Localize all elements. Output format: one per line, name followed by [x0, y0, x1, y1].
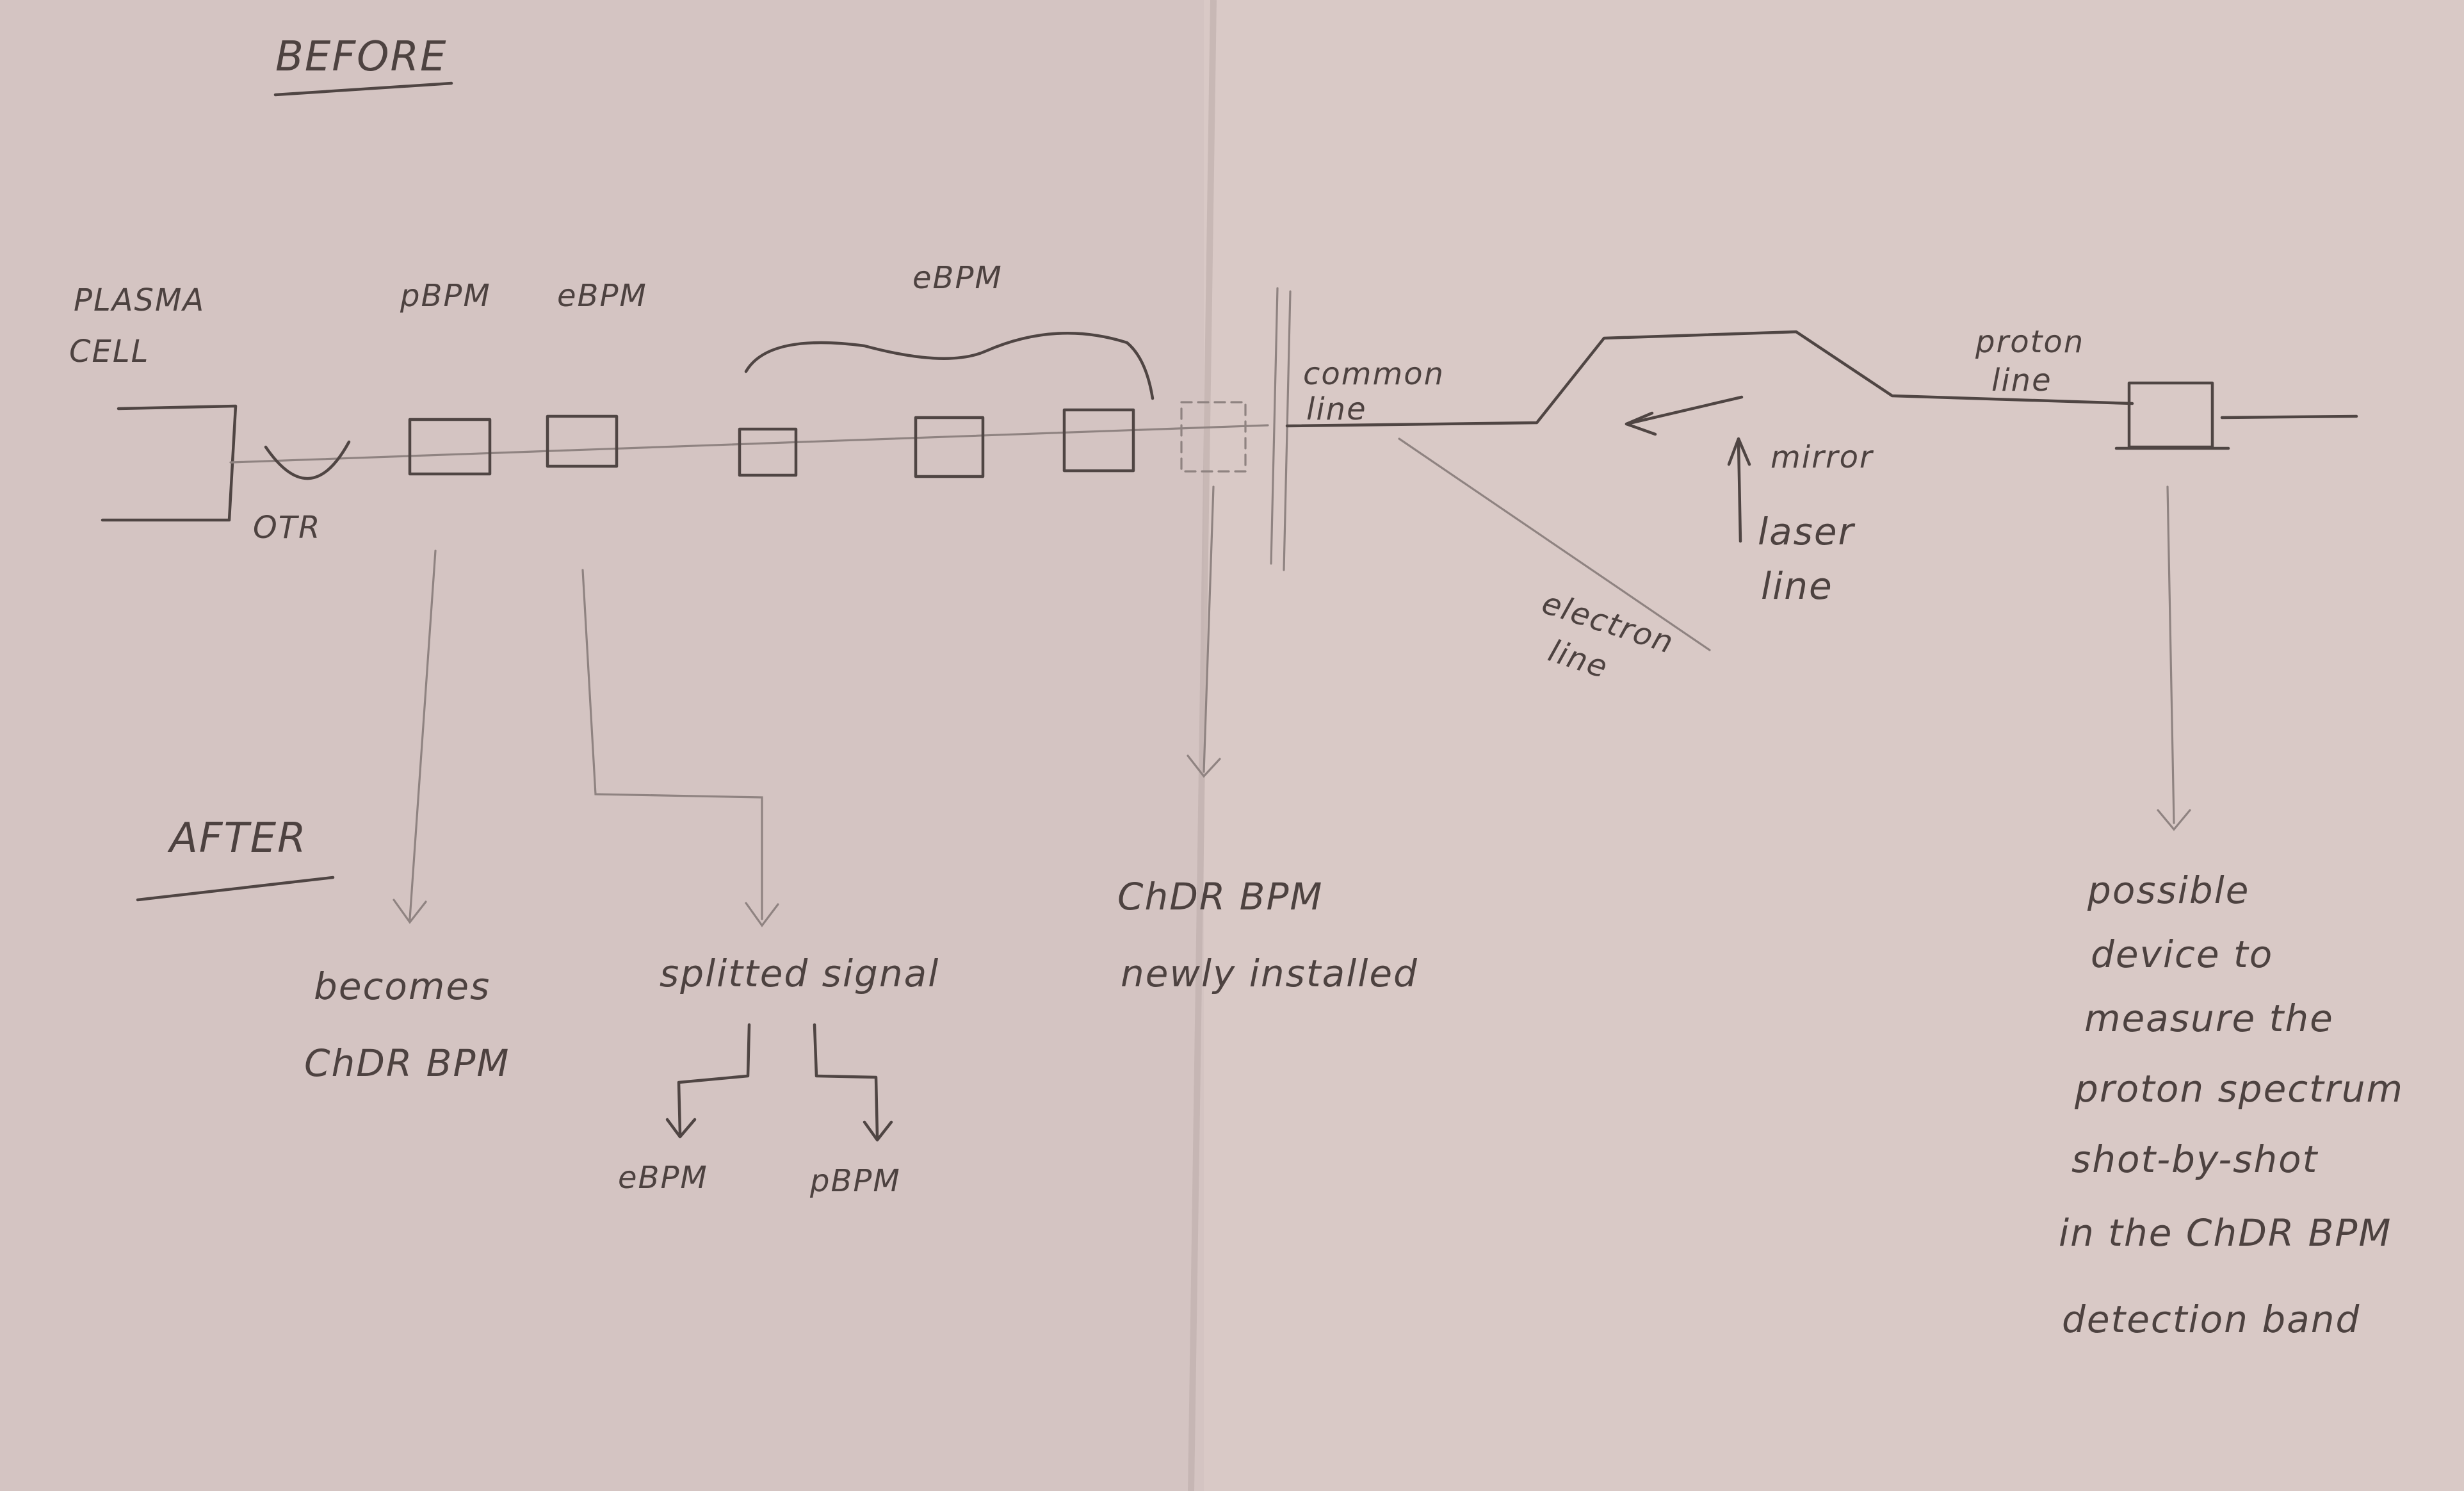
becomes-label-2: ChDR BPM — [304, 1041, 510, 1085]
ebpm-down-arrow — [581, 569, 763, 920]
ebpm-group-box-3 — [1062, 408, 1135, 473]
chdr-down-arrowhead — [1187, 754, 1221, 778]
split-output-ebpm: eBPM — [618, 1160, 708, 1196]
device-down-arrowhead — [2157, 809, 2191, 831]
ebpm-group-box-2 — [914, 416, 985, 478]
split-arrow-left — [677, 1023, 751, 1136]
proton-line-label-2: line — [1991, 363, 2052, 398]
newly-installed-label-1: ChDR BPM — [1117, 875, 1323, 918]
paper-fold — [1188, 0, 1217, 1491]
split-arrow-right — [813, 1023, 879, 1139]
device-note-line-6: in the ChDR BPM — [2059, 1211, 2392, 1255]
otr-screen — [264, 440, 351, 480]
ebpm-down-arrowhead — [745, 902, 779, 927]
common-line-label-2: line — [1306, 391, 1367, 427]
pbpm-down-arrowhead — [393, 899, 427, 924]
proton-line-label-1: proton — [1975, 324, 2084, 360]
laser-line-label-1: laser — [1758, 510, 1856, 553]
plasma-cell-label-1: PLASMA — [74, 282, 205, 318]
chdr-down-arrow — [1203, 485, 1215, 773]
wall-line-2 — [1283, 290, 1292, 571]
before-underline — [273, 81, 453, 97]
plasma-cell-label-2: CELL — [69, 334, 149, 370]
left-page-shade — [0, 0, 1204, 1491]
laser-arrowhead — [1727, 437, 1751, 466]
pbpm-top-label: pBPM — [400, 278, 491, 314]
ebpm-top-label: eBPM — [557, 278, 647, 314]
splitted-signal-label: splitted signal — [660, 952, 939, 995]
device-note-line-5: shot-by-shot — [2071, 1137, 2319, 1181]
newly-installed-label-2: newly installed — [1121, 952, 1418, 995]
otr-label: OTR — [253, 510, 321, 546]
ebpm-group-brace — [744, 332, 1155, 400]
device-note-line-7: detection band — [2062, 1298, 2360, 1341]
ebpm-group-box-1 — [738, 427, 798, 477]
mirror-line — [1625, 395, 1744, 426]
after-heading: AFTER — [167, 815, 307, 862]
becomes-label-1: becomes — [314, 965, 490, 1008]
beam-axis — [229, 424, 1269, 464]
electron-line-path — [1398, 437, 1711, 651]
laser-line-label-2: line — [1761, 564, 1833, 608]
device-down-arrow — [2166, 485, 2175, 824]
before-heading: BEFORE — [275, 33, 447, 81]
proton-beam-path — [1285, 330, 2134, 428]
laser-line-arrow — [1737, 440, 1742, 543]
device-note-line-3: measure the — [2084, 997, 2334, 1040]
wall-line-1 — [1270, 287, 1279, 565]
split-arrowhead-right — [863, 1120, 893, 1142]
mirror-label: mirror — [1771, 439, 1874, 475]
device-note-line-1: possible — [2087, 868, 2249, 912]
device-note-line-2: device to — [2091, 933, 2273, 976]
ebpm-box — [546, 414, 619, 468]
split-arrowhead-left — [665, 1118, 697, 1139]
pbpm-down-arrow — [409, 550, 437, 920]
after-underline — [136, 876, 335, 902]
proton-line-exit — [2220, 414, 2358, 420]
common-line-label-1: common — [1303, 356, 1445, 392]
split-output-pbpm: pBPM — [809, 1163, 901, 1199]
mirror-arrowhead — [1625, 411, 1657, 436]
pbpm-box — [408, 418, 492, 476]
ebpm-group-label: eBPM — [912, 260, 1003, 296]
device-note-line-4: proton spectrum — [2074, 1067, 2404, 1111]
